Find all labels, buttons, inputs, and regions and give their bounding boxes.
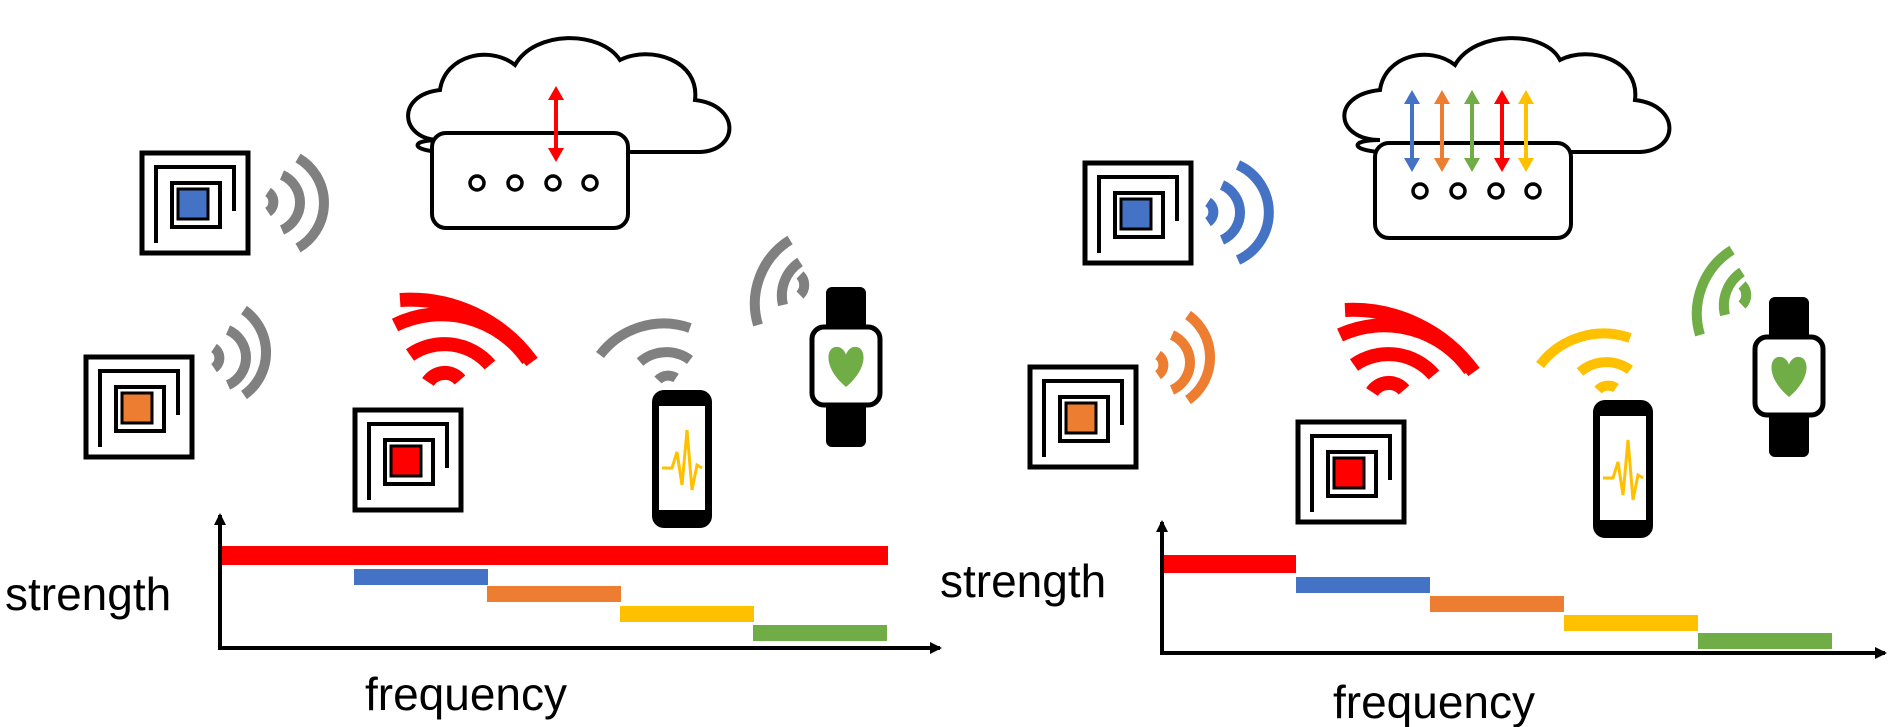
x-axis-label: frequency bbox=[1333, 676, 1535, 727]
sensor-chip-icon bbox=[352, 407, 464, 513]
sensor-chip-icon bbox=[1295, 419, 1407, 525]
wifi-signal-icon bbox=[1154, 310, 1215, 405]
wifi-signal-icon bbox=[1536, 328, 1633, 394]
left-panel: strength frequency bbox=[5, 36, 942, 720]
sensor-chip-icon bbox=[139, 150, 251, 256]
x-axis-label: frequency bbox=[365, 668, 567, 720]
wifi-signal-icon bbox=[596, 318, 693, 384]
wifi-signal-icon bbox=[1691, 245, 1752, 337]
double-arrow-icon bbox=[548, 86, 564, 162]
wifi-signal-icon bbox=[1337, 302, 1480, 397]
smartphone-icon bbox=[652, 390, 712, 528]
right-panel: strength frequency bbox=[940, 36, 1887, 727]
smartphone-icon bbox=[1593, 400, 1653, 538]
wifi-signal-icon bbox=[1204, 160, 1274, 265]
wifi-signal-icon bbox=[264, 153, 329, 253]
wifi-signal-icon bbox=[749, 235, 810, 327]
band-green bbox=[753, 625, 887, 641]
smartwatch-icon bbox=[809, 287, 883, 447]
band-yellow bbox=[620, 606, 754, 622]
band-blue bbox=[354, 569, 488, 585]
router-icon bbox=[1373, 141, 1573, 240]
band-yellow bbox=[1564, 615, 1698, 631]
sensor-chip-icon bbox=[83, 354, 195, 460]
y-axis-label: strength bbox=[940, 555, 1106, 607]
wifi-signal-icon bbox=[210, 305, 271, 400]
band-blue bbox=[1296, 577, 1430, 593]
smartwatch-icon bbox=[1752, 297, 1826, 457]
band-green bbox=[1698, 633, 1832, 649]
cloud-icon bbox=[1342, 36, 1672, 154]
sensor-chip-icon bbox=[1082, 160, 1194, 266]
band-red bbox=[1164, 555, 1296, 573]
y-axis-label: strength bbox=[5, 568, 171, 620]
router-icon bbox=[430, 131, 630, 230]
cloud-icon bbox=[406, 36, 732, 154]
band-orange bbox=[1430, 596, 1564, 612]
strength-frequency-chart: strength frequency bbox=[940, 520, 1887, 727]
strength-frequency-chart: strength frequency bbox=[5, 513, 942, 720]
wifi-signal-icon bbox=[391, 292, 538, 387]
band-red bbox=[222, 546, 888, 565]
band-orange bbox=[487, 586, 621, 602]
double-arrow-icon bbox=[1404, 90, 1534, 172]
sensor-chip-icon bbox=[1027, 364, 1139, 470]
